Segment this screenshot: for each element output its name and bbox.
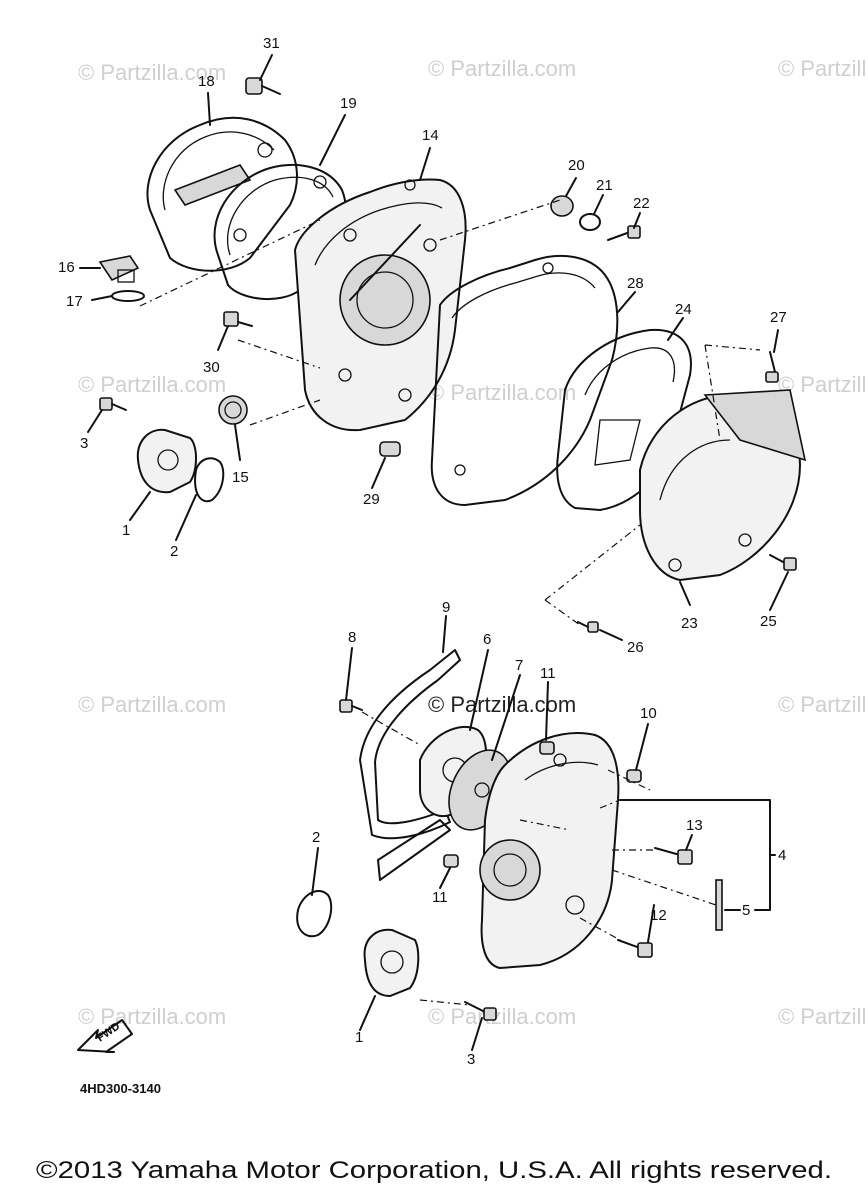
watermark: © Partzilla.com [778, 56, 867, 81]
part-27-bolt [765, 351, 779, 383]
callout-23: 23 [681, 615, 698, 632]
part-14-main-cover [293, 178, 467, 432]
callouts: 31 18 19 14 20 21 22 16 17 28 24 27 30 3… [58, 35, 787, 1068]
part-1-plate [136, 428, 197, 494]
part-29-dowel [379, 441, 401, 457]
lower-leader-lines [311, 615, 776, 1051]
diagram-code: 4HD300-3140 [80, 1081, 161, 1096]
upper-leader-lines [79, 54, 789, 641]
part-9-gasket [359, 649, 461, 881]
callout-2: 2 [170, 543, 178, 560]
callout-11: 11 [540, 665, 556, 682]
part-3-bolt [464, 1001, 497, 1021]
watermark: © Partzilla.com [428, 380, 576, 405]
watermark: © Partzilla.com [78, 372, 226, 397]
part-4-cover [479, 732, 620, 970]
callout-10: 10 [640, 705, 657, 722]
callout-21: 21 [596, 177, 613, 194]
watermark: © Partzilla.com [78, 1004, 226, 1029]
callout-13: 13 [686, 817, 703, 834]
watermark: © Partzilla.com [78, 60, 226, 85]
callout-26: 26 [627, 639, 644, 656]
part-2-gasket [296, 890, 333, 938]
watermark: © Partzilla.com [428, 56, 576, 81]
part-31-bolt [245, 77, 281, 95]
callout-27: 27 [770, 309, 787, 326]
callout-5: 5 [742, 902, 750, 919]
watermark: © Partzilla.com [428, 692, 576, 717]
watermark: © Partzilla.com [78, 692, 226, 717]
callout-29: 29 [363, 491, 380, 508]
part-5-gauge [715, 879, 723, 931]
callout-9: 9 [442, 599, 450, 616]
part-12-bolt [617, 939, 653, 958]
callout-31: 31 [263, 35, 280, 52]
watermark: © Partzilla.com [778, 1004, 867, 1029]
callout-14: 14 [422, 127, 439, 144]
callout-30: 30 [203, 359, 220, 376]
callout-28: 28 [627, 275, 644, 292]
callout-2: 2 [312, 829, 320, 846]
part-3-bolt [99, 397, 127, 411]
watermark: © Partzilla.com [778, 372, 867, 397]
callout-8: 8 [348, 629, 356, 646]
copyright-notice: ©2013 Yamaha Motor Corporation, U.S.A. A… [36, 1157, 832, 1184]
part-22-bolt [607, 225, 641, 241]
part-28-gasket [430, 254, 619, 506]
callout-15: 15 [232, 469, 249, 486]
part-25-bolt [769, 554, 797, 571]
part-19-gasket [213, 164, 347, 301]
callout-22: 22 [633, 195, 650, 212]
part-30-bolt [223, 311, 253, 327]
callout-17: 17 [66, 293, 83, 310]
callout-1: 1 [122, 522, 130, 539]
callout-3: 3 [80, 435, 88, 452]
callout-3: 3 [467, 1051, 475, 1068]
callout-24: 24 [675, 301, 692, 318]
part-17-o-ring [111, 290, 145, 302]
callout-1: 1 [355, 1029, 363, 1046]
callout-20: 20 [568, 157, 585, 174]
callout-16: 16 [58, 259, 75, 276]
watermarks: © Partzilla.com © Partzilla.com © Partzi… [78, 56, 867, 1029]
part-20-dowel [550, 195, 574, 217]
part-1-plate [363, 928, 420, 998]
part-15-sight-glass [218, 395, 248, 425]
part-11-dowel [443, 854, 459, 868]
part-8-bolt [339, 699, 363, 713]
callout-6: 6 [483, 631, 491, 648]
callout-7: 7 [515, 657, 523, 674]
part-23-cover [639, 389, 807, 582]
part-18-cover-plate [146, 116, 298, 272]
callout-19: 19 [340, 95, 357, 112]
part-2-gasket [194, 457, 225, 503]
part-11-dowel [539, 741, 555, 755]
callout-18: 18 [198, 73, 215, 90]
callout-4: 4 [778, 847, 786, 864]
callout-25: 25 [760, 613, 777, 630]
watermark: © Partzilla.com [778, 692, 867, 717]
part-16-filler-cap [98, 255, 140, 283]
part-21-washer [579, 213, 601, 231]
watermark: © Partzilla.com [428, 1004, 576, 1029]
part-13-bolt [654, 847, 693, 865]
callout-11: 11 [432, 889, 448, 906]
callout-12: 12 [650, 907, 667, 924]
part-26-bolt [577, 621, 599, 633]
